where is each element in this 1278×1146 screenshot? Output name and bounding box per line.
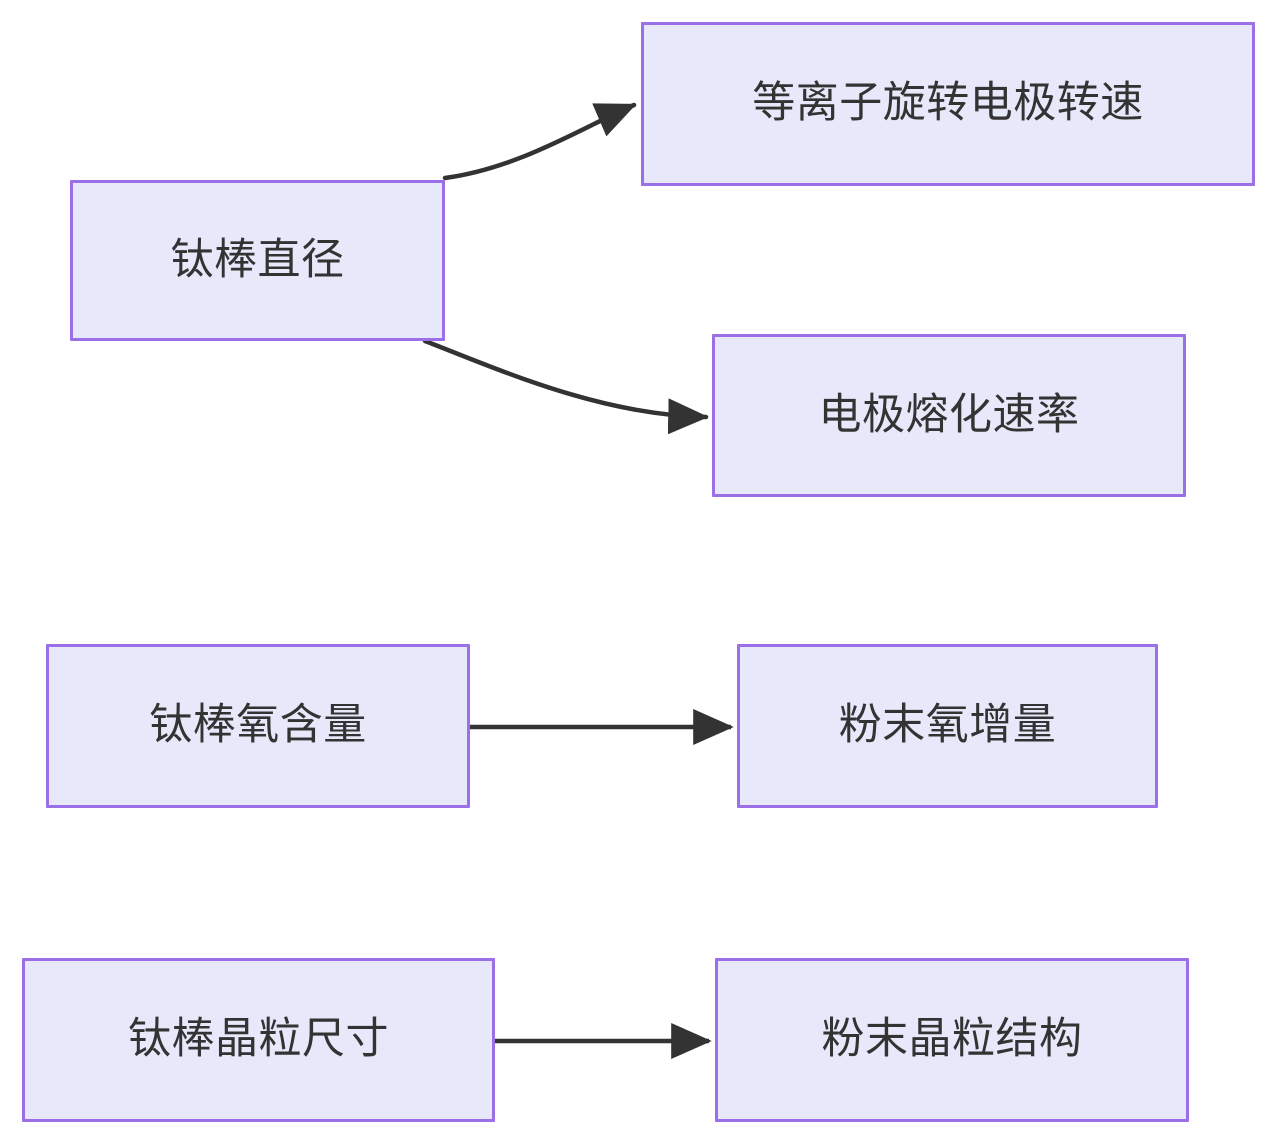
node-electrode-melting-rate[interactable]: 电极熔化速率 [712,334,1186,497]
node-rod-diameter[interactable]: 钛棒直径 [70,180,445,341]
node-rod-grain-size[interactable]: 钛棒晶粒尺寸 [22,958,495,1122]
node-powder-oxygen-increment[interactable]: 粉末氧增量 [737,644,1158,808]
node-powder-grain-structure[interactable]: 粉末晶粒结构 [715,958,1189,1122]
node-label-rod-diameter: 钛棒直径 [170,235,345,284]
node-plasma-rotating-electrode-speed[interactable]: 等离子旋转电极转速 [641,22,1255,186]
node-label-rod-grain-size: 钛棒晶粒尺寸 [128,1015,389,1064]
edge-rod-diameter-to-melt-rate [422,338,709,435]
edge-rod-diameter-to-prep-speed [442,102,637,181]
node-label-plasma-rotating-electrode-speed: 等离子旋转电极转速 [752,79,1144,128]
node-rod-oxygen-content[interactable]: 钛棒氧含量 [46,644,470,808]
node-label-electrode-melting-rate: 电极熔化速率 [818,390,1080,439]
node-label-powder-grain-structure: 粉末晶粒结构 [821,1015,1083,1064]
node-label-powder-oxygen-increment: 粉末氧增量 [838,701,1057,750]
node-label-rod-oxygen-content: 钛棒氧含量 [149,701,367,750]
